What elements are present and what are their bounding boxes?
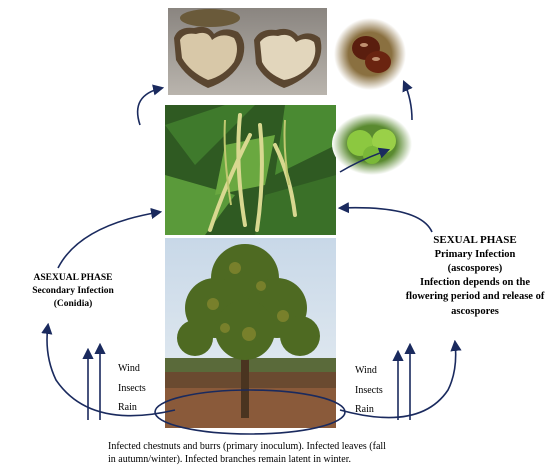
arrow-asexual-to-branch — [57, 207, 163, 269]
arrow-ellipse-to-sexual — [339, 339, 462, 419]
vector-insects: Insects — [355, 384, 383, 396]
arrow-ellipse-to-asexual — [41, 322, 176, 417]
asexual-phase-label: ASEXUAL PHASE Secondary Infection (Conid… — [4, 272, 142, 310]
sexual-title: SEXUAL PHASE — [433, 234, 517, 246]
caption: Infected chestnuts and burrs (primary in… — [108, 441, 468, 466]
arrow-sexual-to-branch — [337, 202, 433, 233]
vector-wind: Wind — [118, 363, 140, 374]
arrow-burr-up — [402, 79, 413, 121]
sexual-line4: flowering period and release of — [405, 291, 545, 303]
vector-wind: Wind — [355, 365, 377, 376]
vectors-right: Wind Insects Rain — [355, 361, 383, 420]
flowering-branch-photo — [165, 105, 336, 235]
sexual-line5: ascospores — [451, 305, 499, 317]
sexual-line2: (ascospores) — [447, 263, 503, 275]
arrow-branch-to-cutnuts — [136, 84, 165, 126]
vector-rain: Rain — [118, 402, 137, 413]
vector-insects: Insects — [118, 382, 146, 394]
cut-chestnuts-photo — [168, 8, 327, 95]
vectors-left: Wind Insects Rain — [118, 359, 146, 418]
asexual-line1: Secondary Infection — [32, 285, 114, 296]
asexual-title: ASEXUAL PHASE — [33, 273, 113, 283]
sexual-line1: Primary Infection — [434, 248, 516, 260]
vector-rain: Rain — [355, 404, 374, 415]
chestnuts-in-burr-photo — [334, 18, 406, 90]
caption-line2: in autumn/winter). Infected branches rem… — [108, 453, 351, 465]
ground-ellipse — [154, 389, 346, 435]
sexual-phase-label: SEXUAL PHASE Primary Infection (ascospor… — [400, 233, 550, 319]
green-burrs-photo — [332, 113, 412, 175]
arrow-green-to-mature — [339, 147, 391, 173]
chestnut-tree-photo — [165, 238, 336, 428]
caption-line1: Infected chestnuts and burrs (primary in… — [108, 441, 386, 452]
sexual-line3: Infection depends on the — [420, 277, 530, 289]
asexual-line2: (Conidia) — [53, 298, 93, 309]
